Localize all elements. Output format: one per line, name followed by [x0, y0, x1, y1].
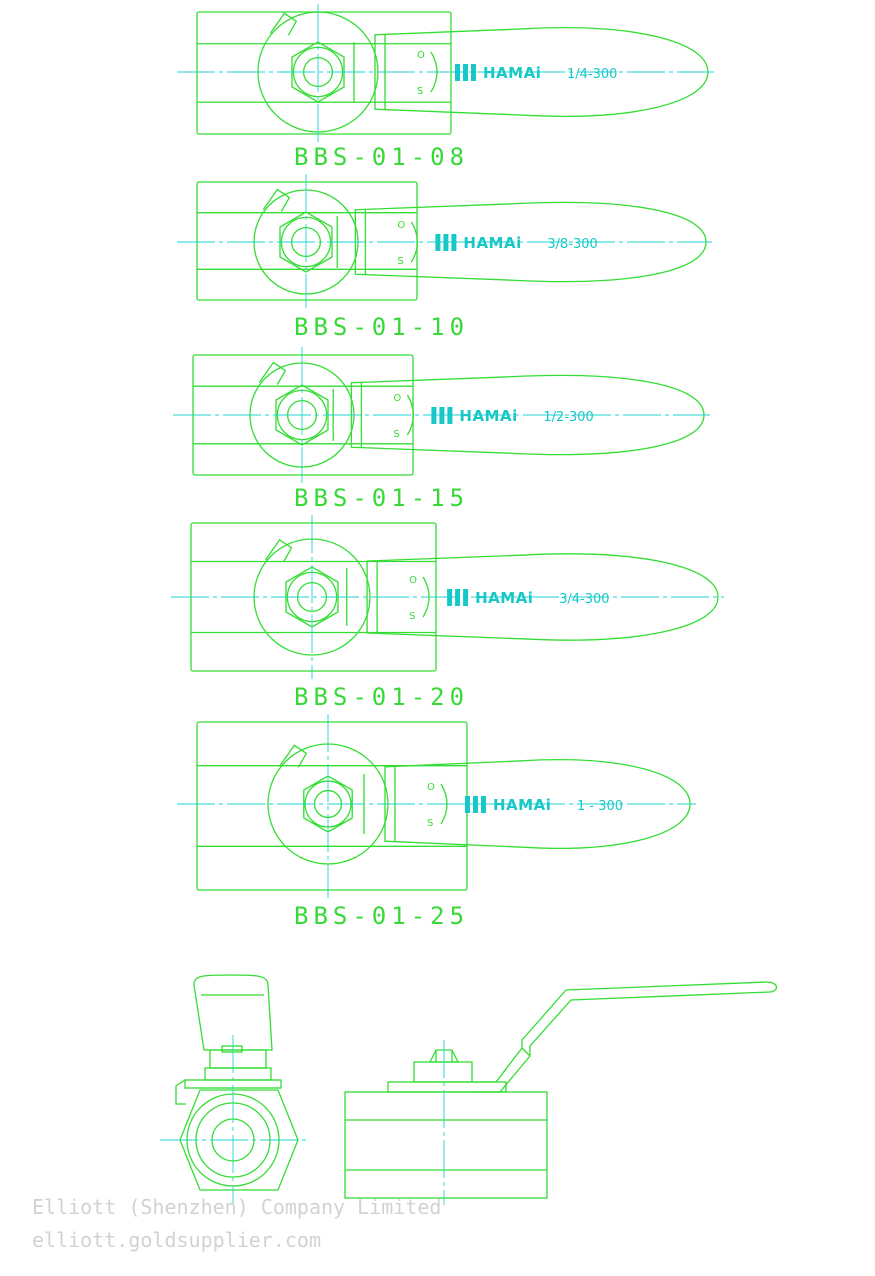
stop-tab — [279, 744, 308, 768]
open-mark: O — [409, 575, 417, 586]
watermark-site: elliott.goldsupplier.com — [32, 1228, 321, 1252]
open-shut-arc — [406, 394, 415, 436]
open-shut-arc — [410, 221, 419, 263]
stop-tab — [258, 361, 287, 385]
model-label-3: BBS-01-15 — [294, 484, 470, 512]
open-shut-arc — [430, 51, 438, 93]
model-label-4: BBS-01-20 — [294, 683, 470, 711]
stem-nut — [291, 41, 345, 103]
brand-logo-bar — [435, 234, 441, 251]
stop-tab — [265, 538, 293, 563]
brand-name: HAMAi — [463, 234, 521, 252]
valve-handle — [366, 553, 719, 641]
brand-logo-bar — [463, 589, 469, 606]
pressure-size-mark: 1 - 300 — [577, 799, 623, 814]
open-mark: O — [427, 782, 435, 793]
brand-logo-bar — [465, 796, 470, 813]
brand-logo-bar — [471, 64, 476, 81]
brand-name: HAMAi — [493, 796, 551, 814]
open-mark: O — [417, 50, 425, 61]
brand-logo-bar — [455, 589, 461, 606]
brand-logo-bar — [451, 234, 457, 251]
watermark-company: Elliott (Shenzhen) Company Limited — [32, 1195, 442, 1219]
valve-top-view-2: O S HAMAi 3/8-300 — [177, 174, 712, 308]
brand-name: HAMAi — [483, 64, 541, 82]
stem-nut — [279, 211, 333, 273]
brand-logo-bar — [473, 796, 478, 813]
pressure-size-mark: 3/4-300 — [559, 592, 609, 607]
brand-logo-bar — [481, 796, 486, 813]
valve-top-view-5: O S HAMAi 1 - 300 — [177, 714, 696, 898]
shut-mark: S — [393, 429, 399, 440]
valve-body — [196, 11, 452, 135]
brand-name: HAMAi — [475, 589, 533, 607]
valve-top-view-4: O S HAMAi 3/4-300 — [171, 515, 724, 679]
brand-logo-bar — [439, 407, 445, 424]
brand-logo-bar — [463, 64, 468, 81]
brand-name: HAMAi — [459, 407, 517, 425]
open-shut-arc — [440, 783, 448, 825]
shut-mark: S — [427, 818, 433, 829]
valve-body — [196, 721, 468, 891]
brand-logo-bar — [447, 407, 453, 424]
valve-body — [196, 181, 418, 301]
valve-front-view — [160, 974, 310, 1205]
model-label-1: BBS-01-08 — [294, 143, 470, 171]
valve-top-view-3: O S HAMAi 1/2-300 — [173, 347, 710, 483]
stem-nut — [275, 384, 329, 446]
pressure-size-mark: 1/4-300 — [567, 67, 617, 82]
brand-logo-bar — [431, 407, 437, 424]
shut-mark: S — [397, 256, 403, 267]
brand-logo-bar — [455, 64, 460, 81]
stop-tab — [269, 12, 298, 36]
shut-mark: S — [417, 86, 423, 97]
brand-logo-bar — [443, 234, 449, 251]
shut-mark: S — [409, 611, 415, 622]
valve-side-view — [344, 981, 778, 1205]
open-mark: O — [397, 220, 405, 231]
model-label-2: BBS-01-10 — [294, 313, 470, 341]
open-shut-arc — [422, 576, 430, 618]
pressure-size-mark: 3/8-300 — [547, 237, 597, 252]
open-mark: O — [393, 393, 401, 404]
stop-tab — [262, 188, 291, 212]
pressure-size-mark: 1/2-300 — [543, 410, 593, 425]
model-label-5: BBS-01-25 — [294, 902, 470, 930]
valve-top-view-1: O S HAMAi 1/4-300 — [177, 4, 714, 142]
brand-logo-bar — [447, 589, 453, 606]
